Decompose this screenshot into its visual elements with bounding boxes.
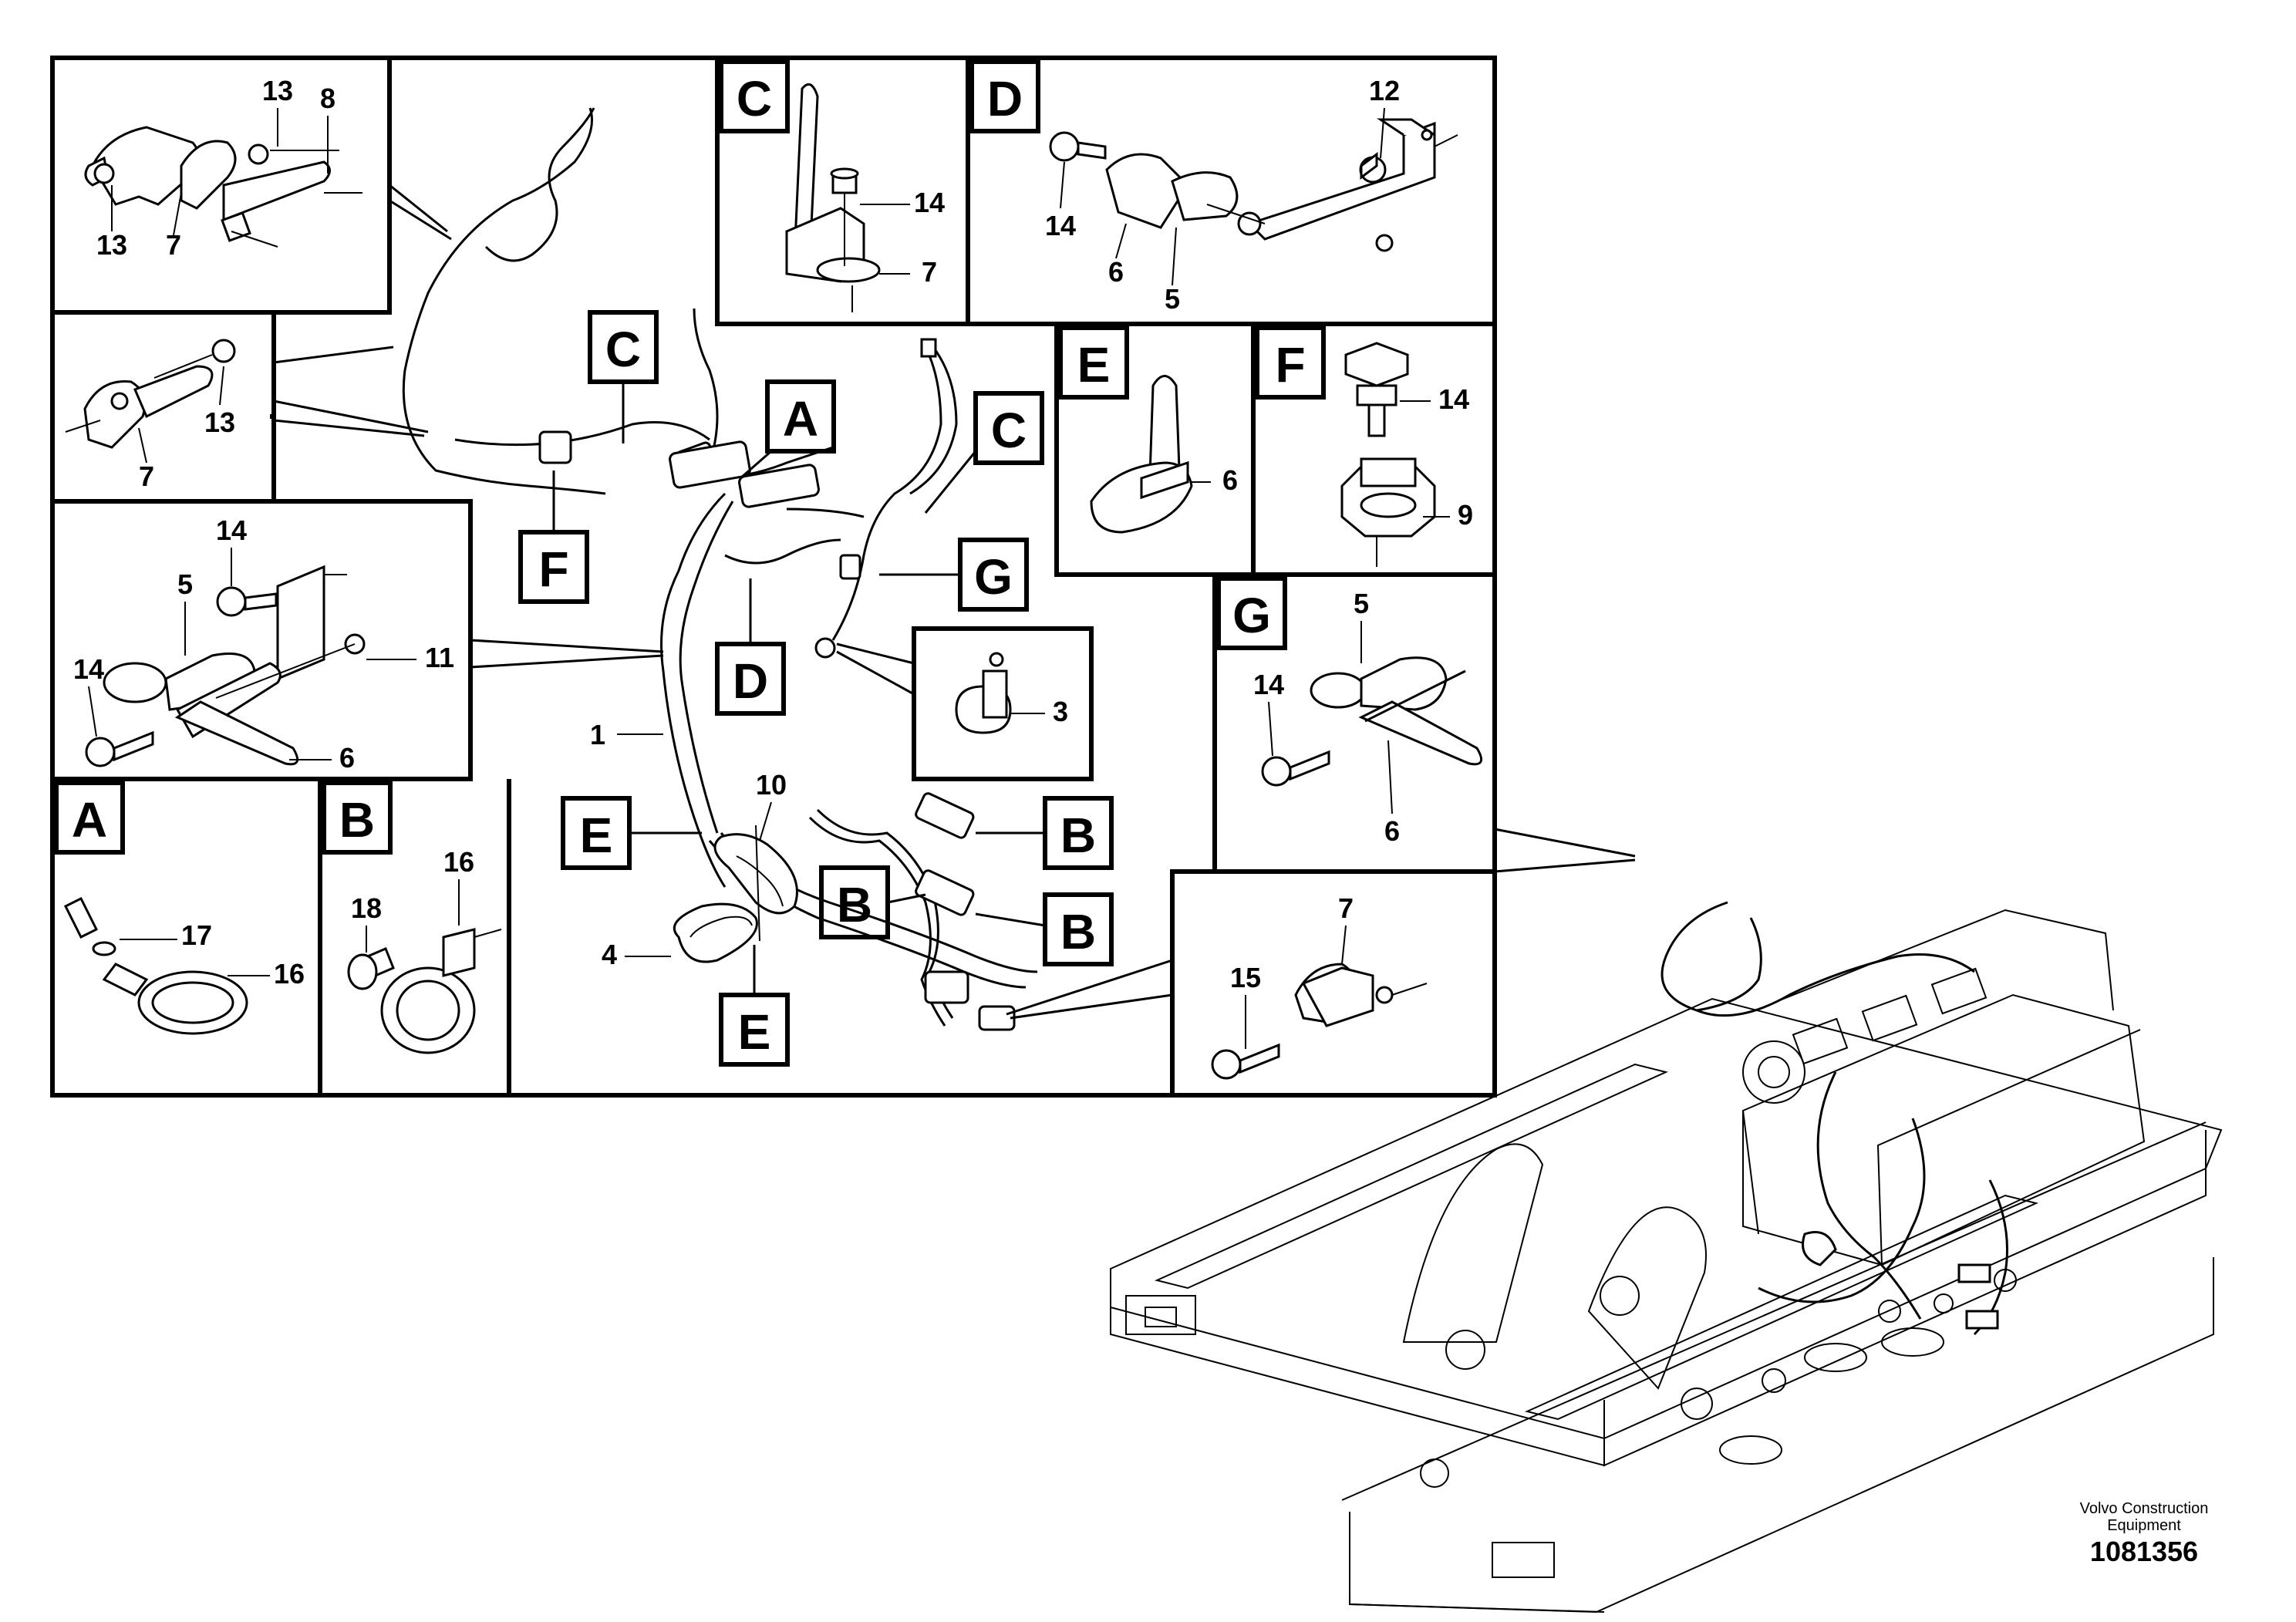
image-reference-number: 1081356 [2089, 1536, 2199, 1567]
panel-label-e: E [1058, 325, 1129, 400]
detail-clamp-assembly [85, 565, 366, 767]
callout-13: 13 [96, 229, 127, 261]
callout-7: 7 [922, 256, 937, 288]
harness-letter-d: D [733, 653, 768, 709]
panel-letter-g: G [1232, 588, 1271, 643]
harness-label-c-right: C [924, 391, 1044, 514]
harness-label-e-left: E [561, 796, 702, 870]
callout-14: 14 [73, 653, 104, 685]
harness-label-e-bottom: E [719, 945, 790, 1067]
callout-5: 5 [177, 568, 193, 600]
harness-letter-c: C [991, 403, 1027, 458]
callout-10: 10 [756, 769, 787, 801]
callout-9: 9 [1458, 499, 1473, 531]
harness-letter-f: F [538, 541, 568, 597]
callout-5: 5 [1165, 283, 1180, 315]
detail-clip-bracket [84, 126, 362, 248]
callout-15: 15 [1230, 962, 1261, 993]
panel-label-c: C [719, 59, 790, 133]
panel-letter-e: E [1077, 337, 1111, 393]
publisher-brand: Volvo Construction Equipment 1081356 [2021, 1500, 2267, 1570]
callout-4: 4 [602, 939, 617, 970]
detail-p-clip-3 [955, 652, 1012, 734]
panel-frames [50, 56, 1497, 1098]
callout-14: 14 [1253, 669, 1284, 700]
detail-bracket-d [1049, 118, 1458, 252]
machine-frame-overview [1110, 901, 2223, 1614]
harness-letter-a: A [783, 391, 818, 447]
callout-8: 8 [320, 83, 335, 114]
callout-5: 5 [1354, 588, 1369, 619]
publisher-name-line-1: Volvo Construction [2079, 1500, 2209, 1517]
detail-clip-small [65, 339, 236, 449]
panel-label-b: B [322, 781, 393, 855]
harness-letter-b: B [837, 877, 872, 932]
wiring-harness [402, 107, 1038, 1031]
callout-18: 18 [351, 892, 382, 924]
detail-edge-clip-e [1090, 375, 1193, 534]
callout-13: 13 [262, 75, 293, 106]
callout-13: 13 [204, 406, 235, 438]
harness-letter-b: B [1060, 904, 1096, 959]
panel-label-a: A [54, 781, 125, 855]
panel-letter-d: D [987, 71, 1023, 126]
harness-label-b-1: B [976, 796, 1114, 870]
callout-6: 6 [1108, 256, 1124, 288]
publisher-name-line-2: Equipment [2107, 1517, 2181, 1534]
panel-label-d: D [969, 59, 1040, 133]
harness-label-a: A [740, 379, 836, 480]
harness-label-c-left: C [588, 310, 659, 443]
callout-11: 11 [425, 642, 454, 673]
callout-6: 6 [1384, 815, 1400, 847]
detail-box-3 [912, 626, 1094, 781]
leader-lines [273, 184, 1636, 1020]
detail-cable-tie-mount [785, 83, 881, 312]
detail-clamp-g [1261, 656, 1483, 787]
detail-p-clamp-b [347, 928, 502, 1054]
callout-14: 14 [1438, 383, 1469, 415]
detail-p-clamp-a [63, 896, 248, 1035]
callout-3: 3 [1053, 696, 1068, 727]
panel-letter-a: A [72, 792, 107, 848]
panel-label-g: G [1216, 576, 1287, 650]
callout-16: 16 [443, 846, 474, 878]
panel-letter-b: B [339, 792, 375, 848]
detail-clip-bottom [1211, 963, 1428, 1080]
harness-label-b-2: B [819, 865, 926, 939]
harness-label-f: F [518, 470, 589, 604]
harness-label-g: G [879, 538, 1029, 612]
callout-14: 14 [914, 187, 945, 218]
panel-letter-c: C [737, 71, 772, 126]
callout-16: 16 [274, 958, 305, 990]
panel-letter-f: F [1275, 337, 1305, 393]
callout-12: 12 [1369, 75, 1400, 106]
callout-6: 6 [339, 742, 355, 774]
callout-6: 6 [1222, 464, 1238, 496]
harness-letter-c: C [605, 322, 641, 377]
detail-bolt-clip-f [1340, 342, 1436, 567]
harness-label-d: D [715, 578, 786, 716]
callout-1: 1 [590, 719, 605, 750]
callout-7: 7 [166, 229, 181, 261]
harness-letter-b: B [1060, 808, 1096, 863]
panel-label-f: F [1255, 325, 1326, 400]
callout-14: 14 [1045, 210, 1076, 241]
harness-letter-g: G [974, 549, 1013, 605]
callout-7: 7 [139, 460, 154, 492]
harness-letter-e: E [738, 1004, 771, 1060]
callout-7: 7 [1338, 892, 1354, 924]
harness-label-b-3: B [975, 892, 1114, 966]
callout-17: 17 [181, 919, 212, 951]
harness-letter-e: E [580, 808, 613, 863]
callout-14: 14 [216, 514, 247, 546]
